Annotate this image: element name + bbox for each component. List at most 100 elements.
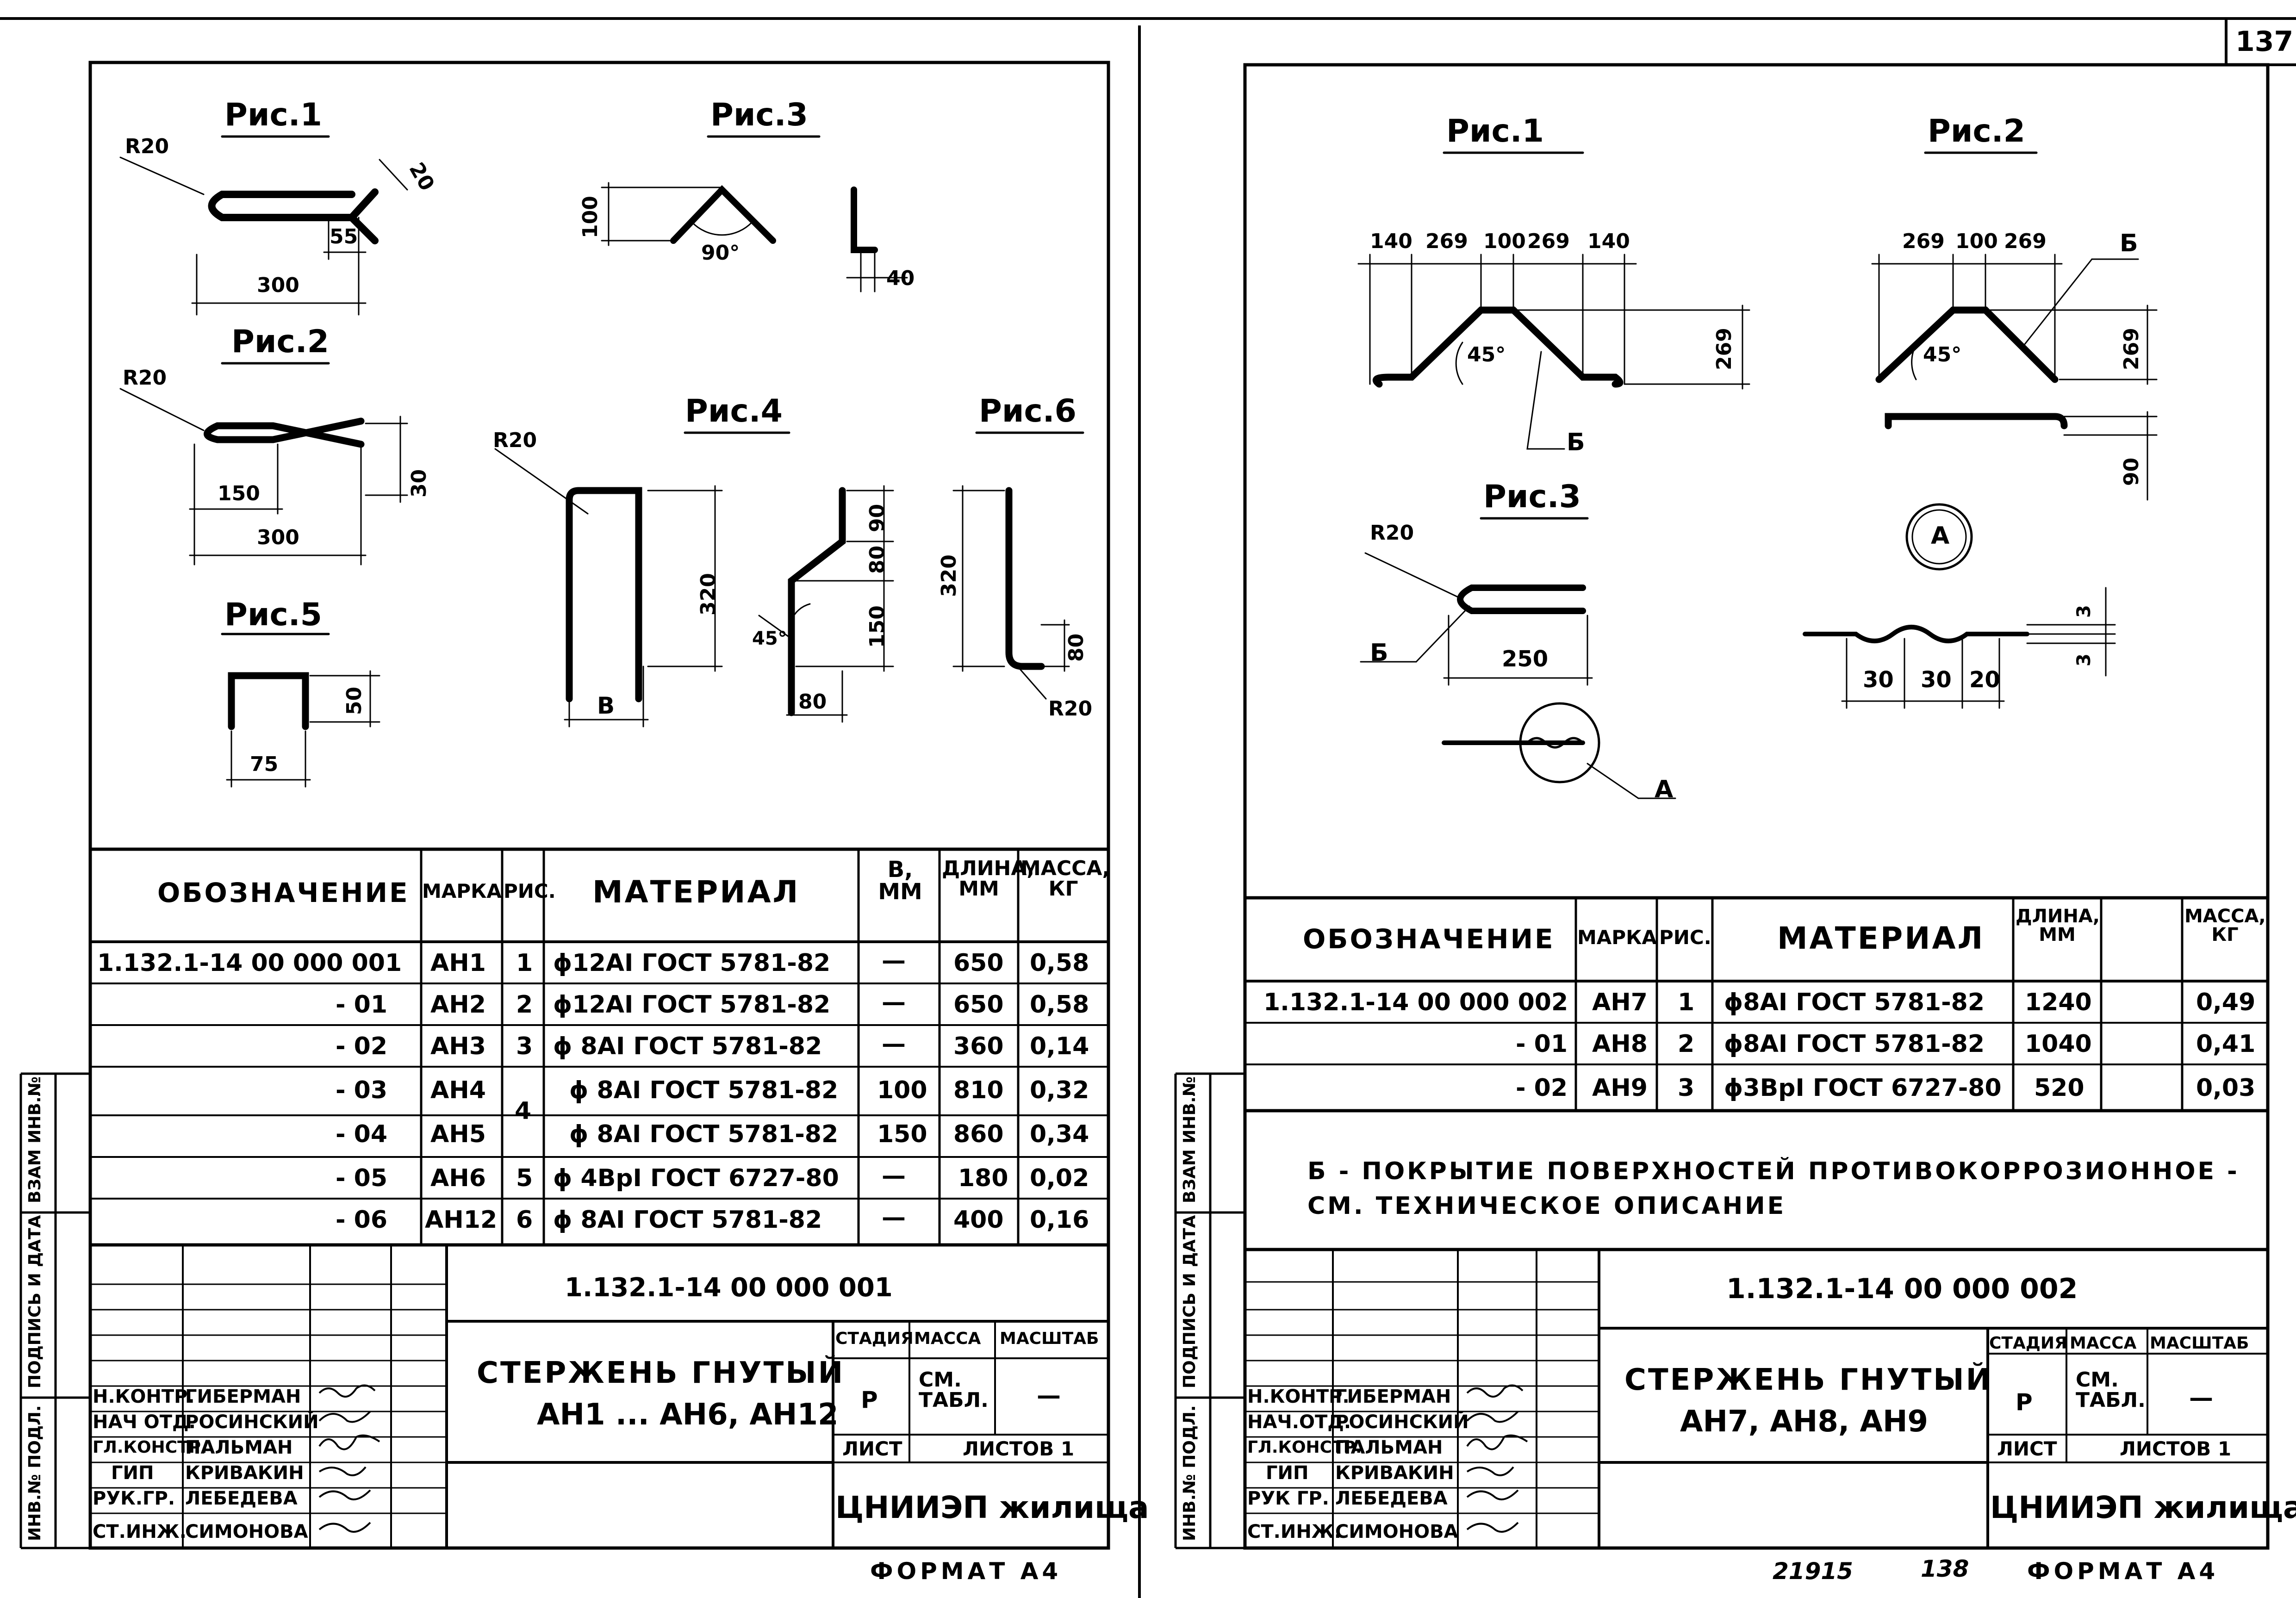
- table-row-3-length: 810: [953, 1076, 1004, 1104]
- r-fig2-d3: 269: [2004, 230, 2047, 253]
- right-fig3-drawing: [1360, 552, 1676, 799]
- r-table-row-2-mass: 0,03: [2196, 1074, 2256, 1102]
- r-scale-label: МАСШТАБ: [2150, 1334, 2249, 1353]
- right-fig2-drawing: [1871, 254, 2158, 501]
- doc-number: 1.132.1-14 00 000 001: [565, 1273, 893, 1303]
- fig2-radius: R20: [123, 366, 167, 390]
- fig1-drawing: [119, 156, 408, 316]
- footer-format-left: ФОРМАТ А4: [870, 1558, 1062, 1585]
- fig1-dim-55: 55: [330, 225, 358, 249]
- fig3-dim-40: 40: [886, 267, 915, 290]
- r-table-row-0-mass: 0,49: [2196, 989, 2256, 1016]
- fig5-dim-75: 75: [250, 752, 279, 776]
- table-row-2-b: —: [882, 1030, 906, 1058]
- detail-a-d5: 20: [1969, 667, 2000, 693]
- table-row-1-material: ϕ12AI ГОСТ 5781-82: [553, 991, 831, 1019]
- scale-label: МАСШТАБ: [1000, 1329, 1099, 1348]
- r-th-mark: МАРКА: [1577, 926, 1657, 949]
- r-fig3-radius: R20: [1370, 521, 1414, 545]
- fig5-drawing: [226, 670, 380, 788]
- footer-format-right: ФОРМАТ А4: [2027, 1558, 2219, 1585]
- table-row-0-b: —: [882, 947, 906, 975]
- fig3-angle: 90°: [701, 241, 740, 265]
- r-th-fig: РИС.: [1659, 926, 1711, 949]
- r-fig2-b: Б: [2120, 230, 2138, 257]
- table-row-6-mass: 0,16: [1030, 1206, 1089, 1234]
- r-table-row-1-designation: - 01: [1516, 1030, 1568, 1058]
- r-stage-value: Р: [2016, 1389, 2033, 1416]
- table-row-5-material: ϕ 4BpI ГОСТ 6727-80: [553, 1164, 839, 1192]
- r-table-row-0-length: 1240: [2025, 989, 2092, 1016]
- r-th-length: ДЛИНА, ММ: [2016, 906, 2100, 945]
- table-row-2-fig: 3: [516, 1032, 533, 1060]
- person-role-4: РУК.ГР.: [93, 1488, 175, 1509]
- table-row-1-designation: - 01: [336, 991, 388, 1019]
- person-name-0: ГИБЕРМАН: [185, 1386, 301, 1407]
- scale-value: —: [1037, 1382, 1061, 1410]
- table-row-0-material: ϕ12AI ГОСТ 5781-82: [553, 949, 831, 977]
- r-fig2-d2: 100: [1955, 230, 1998, 253]
- r-sheet-label: ЛИСТ: [1997, 1437, 2057, 1460]
- note-line-2: СМ. ТЕХНИЧЕСКОЕ ОПИСАНИЕ: [1307, 1192, 1786, 1220]
- r-fig1-title: Рис.1: [1446, 113, 1544, 149]
- r-table-row-2-fig: 3: [1678, 1074, 1695, 1102]
- table-row-2-designation: - 02: [336, 1032, 388, 1060]
- fig4-offset-drawing: [758, 485, 894, 723]
- r-stage-label: СТАДИЯ: [1989, 1334, 2067, 1353]
- detail-a-drawing: [1803, 503, 2116, 709]
- r-fig1-d3: 100: [1483, 230, 1526, 253]
- r-fig3-title: Рис.3: [1483, 479, 1581, 515]
- r-th-material: МАТЕРИАЛ: [1777, 920, 1985, 956]
- table-row-5-fig: 5: [516, 1164, 533, 1192]
- fig2-title: Рис.2: [231, 323, 329, 360]
- r-person-name-5: СИМОНОВА: [1335, 1521, 1458, 1542]
- r-person-name-3: КРИВАКИН: [1335, 1462, 1454, 1484]
- r-table-row-2-designation: - 02: [1516, 1074, 1568, 1102]
- page-number: 137: [2235, 25, 2294, 58]
- r-doc-name-line1: СТЕРЖЕНЬ ГНУТЫЙ: [1624, 1363, 1993, 1397]
- table-row-0-designation: 1.132.1-14 00 000 001: [97, 949, 402, 977]
- r-scale-value: —: [2189, 1384, 2213, 1412]
- table-row-4-mass: 0,34: [1030, 1120, 1089, 1148]
- table-row-5-mass: 0,02: [1030, 1164, 1089, 1192]
- fig3-drawing: [601, 182, 908, 292]
- fig4-angle: 45°: [752, 628, 787, 649]
- r-fig3-d1: 250: [1502, 646, 1549, 672]
- r-th-designation: ОБОЗНАЧЕНИЕ: [1303, 923, 1555, 955]
- r-fig1-d1: 140: [1370, 230, 1412, 253]
- fig1-radius: R20: [125, 135, 169, 158]
- fig4-dim-80b: 80: [798, 690, 827, 714]
- doc-name-line1: СТЕРЖЕНЬ ГНУТЫЙ: [477, 1356, 845, 1390]
- r-person-name-2: ПАЛЬМАН: [1335, 1437, 1443, 1458]
- person-name-5: СИМОНОВА: [185, 1521, 308, 1542]
- footer-inventory: 21915: [1773, 1558, 1853, 1585]
- fig4-u-drawing: [494, 448, 723, 727]
- fig4-dim-b: В: [597, 692, 615, 719]
- footer-page: 138: [1921, 1555, 1969, 1582]
- sheets-label: ЛИСТОВ 1: [963, 1437, 1075, 1460]
- r-fig2-angle: 45°: [1923, 343, 1962, 367]
- table-row-6-mark: АН12: [425, 1206, 498, 1234]
- person-role-3: ГИП: [111, 1462, 154, 1484]
- table-row-4-length: 860: [953, 1120, 1004, 1148]
- mass-label: МАССА: [914, 1329, 981, 1348]
- r-fig2-d1: 269: [1902, 230, 1945, 253]
- fig5-title: Рис.5: [224, 597, 322, 633]
- table-row-1-length: 650: [953, 991, 1004, 1019]
- fig4-title: Рис.4: [685, 393, 783, 429]
- detail-a-d3: 30: [1863, 667, 1894, 693]
- stage-value: Р: [861, 1387, 878, 1413]
- table-row-1-mass: 0,58: [1030, 991, 1089, 1019]
- table-row-3-fig: 4: [515, 1097, 532, 1125]
- r-table-row-1-mass: 0,41: [2196, 1030, 2256, 1058]
- r-table-row-0-mark: АН7: [1592, 989, 1648, 1016]
- r-table-row-1-material: ϕ8AI ГОСТ 5781-82: [1724, 1030, 1985, 1058]
- r-person-role-4: РУК ГР.: [1247, 1488, 1329, 1509]
- r-person-role-0: Н.КОНТР.: [1247, 1386, 1350, 1407]
- table-row-4-material: ϕ 8AI ГОСТ 5781-82: [569, 1120, 839, 1148]
- table-row-5-designation: - 05: [336, 1164, 388, 1192]
